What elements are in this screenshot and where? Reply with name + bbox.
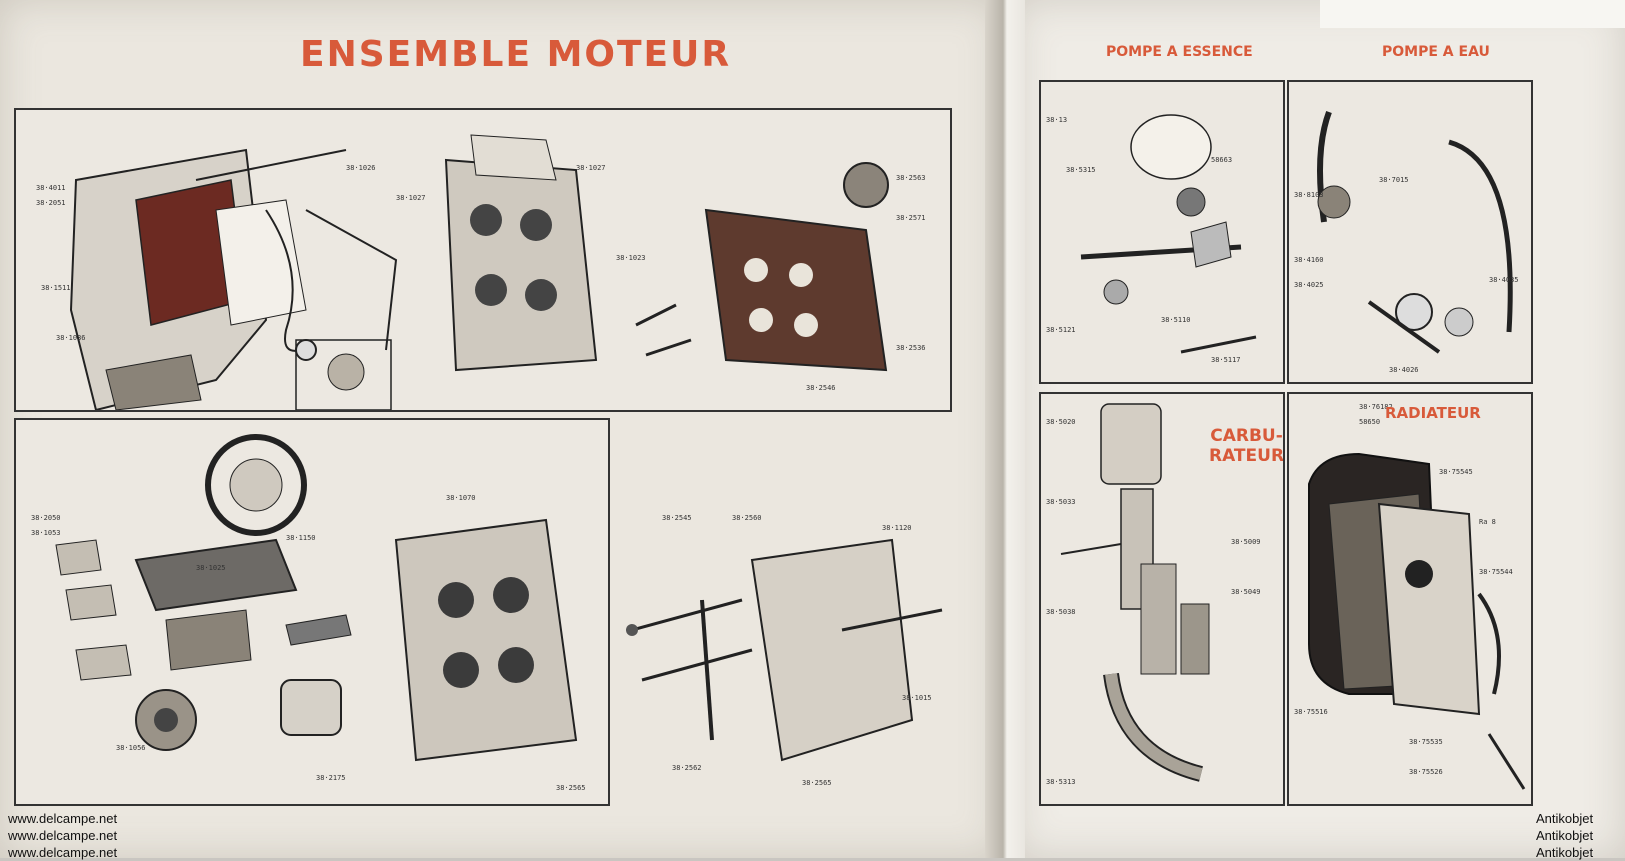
radiator-caption: RADIATEUR xyxy=(1385,404,1481,422)
svg-text:38·2050: 38·2050 xyxy=(31,514,61,522)
svg-text:38·2560: 38·2560 xyxy=(732,514,762,522)
svg-text:38·75526: 38·75526 xyxy=(1409,768,1443,776)
svg-text:38·13: 38·13 xyxy=(1046,116,1067,124)
watermark-left-line: www.delcampe.net xyxy=(8,845,118,860)
svg-text:38·7015: 38·7015 xyxy=(1379,176,1409,184)
svg-text:38·5315: 38·5315 xyxy=(1066,166,1096,174)
svg-text:38·1027: 38·1027 xyxy=(396,194,426,202)
svg-text:38·75535: 38·75535 xyxy=(1409,738,1443,746)
svg-text:38·75545: 38·75545 xyxy=(1439,468,1473,476)
svg-text:38·2545: 38·2545 xyxy=(662,514,692,522)
rocker-cover-area: 38·2545 38·2560 38·1120 38·1015 38·2562 38·… xyxy=(612,500,952,800)
svg-text:38·4011: 38·4011 xyxy=(36,184,66,192)
svg-text:38·5121: 38·5121 xyxy=(1046,326,1076,334)
svg-text:38·5049: 38·5049 xyxy=(1231,588,1261,596)
water-pump-panel: 38·8103 38·7015 38·4160 38·4025 38·4026 38·… xyxy=(1287,80,1533,384)
svg-text:38·1120: 38·1120 xyxy=(882,524,912,532)
svg-text:38·75516: 38·75516 xyxy=(1294,708,1328,716)
watermark-left: www.delcampe.net www.delcampe.net www.de… xyxy=(8,810,117,861)
svg-text:38·5033: 38·5033 xyxy=(1046,498,1076,506)
svg-text:38·1053: 38·1053 xyxy=(31,529,61,537)
svg-text:38·1027: 38·1027 xyxy=(576,164,606,172)
fuel-pump-illustration: 38·13 38·5315 58663 38·5121 38·5110 38·5117 xyxy=(1046,114,1257,364)
svg-text:38·5009: 38·5009 xyxy=(1231,538,1261,546)
svg-text:38·1015: 38·1015 xyxy=(902,694,932,702)
svg-text:38·76182: 38·76182 xyxy=(1359,403,1393,411)
rocker-cover-illustration: 38·2545 38·2560 38·1120 38·1015 38·2562 38·… xyxy=(626,514,943,787)
svg-text:38·2536: 38·2536 xyxy=(896,344,926,352)
svg-text:38·2563: 38·2563 xyxy=(896,174,926,182)
carburetor-caption: CARBU- RATEUR xyxy=(1209,426,1285,466)
crankshaft-illustration: 38·2050 38·1053 38·1056 38·1025 38·1150 38·… xyxy=(31,434,586,792)
watermark-left-line: www.delcampe.net xyxy=(8,811,118,826)
svg-text:38·4026: 38·4026 xyxy=(1389,366,1419,374)
watermark-right-line: Antikobjet xyxy=(1536,828,1594,843)
svg-text:38·1036: 38·1036 xyxy=(56,334,86,342)
svg-text:38·4035: 38·4035 xyxy=(1489,276,1519,284)
carburetor-caption-line2: RATEUR xyxy=(1209,446,1285,466)
page-gutter xyxy=(985,0,1025,858)
rods-drawing xyxy=(195,149,398,361)
svg-text:38·1070: 38·1070 xyxy=(446,494,476,502)
valve-head-drawing xyxy=(635,162,889,372)
svg-text:38·2051: 38·2051 xyxy=(36,199,66,207)
svg-text:38·8103: 38·8103 xyxy=(1294,191,1324,199)
oil-sump-drawing xyxy=(69,148,307,410)
inset-box xyxy=(295,339,392,410)
engine-lower-panel: 38·2050 38·1053 38·1056 38·1025 38·1150 38·… xyxy=(14,418,610,806)
carburetor-illustration: 38·5020 38·5033 38·5038 38·5009 38·5049 38·… xyxy=(1046,403,1261,786)
svg-text:58650: 58650 xyxy=(1359,418,1380,426)
carburetor-caption-line1: CARBU- xyxy=(1210,426,1283,446)
svg-text:38·5313: 38·5313 xyxy=(1046,778,1076,786)
svg-text:38·1056: 38·1056 xyxy=(116,744,146,752)
cylinder-head-drawing xyxy=(444,134,598,372)
paper-edge xyxy=(1320,0,1625,28)
svg-text:38·2565: 38·2565 xyxy=(556,784,586,792)
svg-text:38·2571: 38·2571 xyxy=(896,214,926,222)
watermark-right: Antikobjet Antikobjet Antikobjet xyxy=(1536,810,1593,861)
engine-upper-illustration: 38·4011 38·2051 38·1511 38·1036 38·1026 38·… xyxy=(36,134,926,410)
svg-text:58663: 58663 xyxy=(1211,156,1232,164)
watermark-left-line: www.delcampe.net xyxy=(8,828,118,843)
water-pump-title: POMPE A EAU xyxy=(1382,44,1490,60)
radiator-illustration: 38·76182 58650 38·75545 Ra 8 38·75544 38·75… xyxy=(1294,403,1526,790)
svg-text:38·1150: 38·1150 xyxy=(286,534,316,542)
svg-text:38·1511: 38·1511 xyxy=(41,284,71,292)
svg-text:38·4025: 38·4025 xyxy=(1294,281,1324,289)
svg-text:38·5038: 38·5038 xyxy=(1046,608,1076,616)
fuel-pump-panel: 38·13 38·5315 58663 38·5121 38·5110 38·5117 xyxy=(1039,80,1285,384)
svg-text:Ra 8: Ra 8 xyxy=(1479,518,1496,526)
svg-text:38·2546: 38·2546 xyxy=(806,384,836,392)
svg-text:38·75544: 38·75544 xyxy=(1479,568,1513,576)
watermark-right-line: Antikobjet xyxy=(1536,811,1594,826)
svg-text:38·2562: 38·2562 xyxy=(672,764,702,772)
svg-text:38·1025: 38·1025 xyxy=(196,564,226,572)
fuel-pump-title: POMPE A ESSENCE xyxy=(1106,44,1253,60)
water-pump-illustration: 38·8103 38·7015 38·4160 38·4025 38·4026 38·… xyxy=(1294,110,1519,374)
svg-text:38·4160: 38·4160 xyxy=(1294,256,1324,264)
page-title: ENSEMBLE MOTEUR xyxy=(300,34,732,75)
svg-text:38·1023: 38·1023 xyxy=(616,254,646,262)
carburetor-panel: 38·5020 38·5033 38·5038 38·5009 38·5049 38·… xyxy=(1039,392,1285,806)
svg-text:38·5117: 38·5117 xyxy=(1211,356,1241,364)
engine-upper-panel: 38·4011 38·2051 38·1511 38·1036 38·1026 38·… xyxy=(14,108,952,412)
svg-text:38·2175: 38·2175 xyxy=(316,774,346,782)
svg-text:38·5020: 38·5020 xyxy=(1046,418,1076,426)
svg-text:38·5110: 38·5110 xyxy=(1161,316,1191,324)
watermark-right-line: Antikobjet xyxy=(1536,845,1594,860)
svg-text:38·1026: 38·1026 xyxy=(346,164,376,172)
radiator-panel: 38·76182 58650 38·75545 Ra 8 38·75544 38·75… xyxy=(1287,392,1533,806)
svg-text:38·2565: 38·2565 xyxy=(802,779,832,787)
